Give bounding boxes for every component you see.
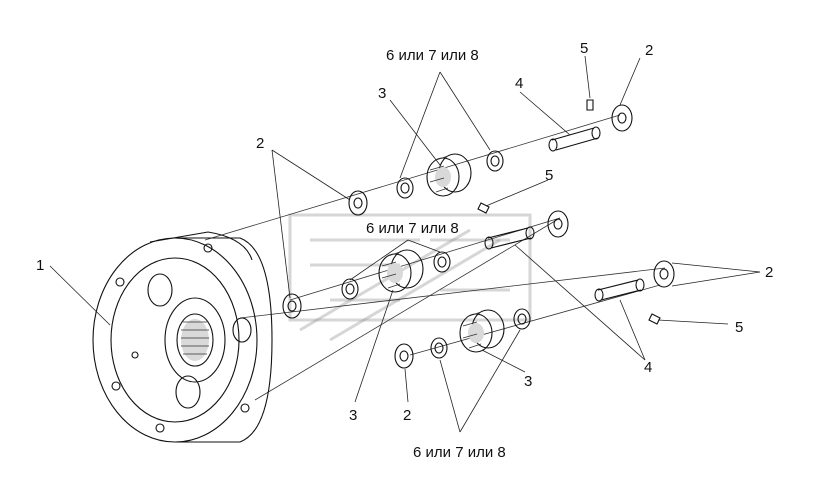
carrier-housing: [92, 231, 273, 443]
gear-lower: [459, 309, 505, 353]
washer-parts: [282, 104, 675, 369]
gear-middle: [378, 249, 424, 293]
callout-2b: 2: [645, 42, 653, 59]
callout-2a: 2: [256, 135, 264, 152]
planet-axles: [484, 126, 645, 302]
callout-labels: 1 2 2 2 2 3 3 3 4 4 5 5 5 6 или 7 или 8 …: [36, 40, 773, 461]
callout-1: 1: [36, 257, 44, 274]
callout-678b: 6 или 7 или 8: [366, 220, 459, 237]
bearing-spacers: [341, 150, 531, 359]
callout-4a: 4: [515, 75, 523, 92]
gear-upper: [426, 153, 472, 197]
callout-678a: 6 или 7 или 8: [386, 47, 479, 64]
callout-678c: 6 или 7 или 8: [413, 444, 506, 461]
callout-5a: 5: [580, 40, 588, 57]
callout-4b: 4: [644, 359, 652, 376]
callout-3b: 3: [349, 407, 357, 424]
callout-2c: 2: [765, 264, 773, 281]
callout-2d: 2: [403, 407, 411, 424]
callout-3c: 3: [524, 373, 532, 390]
callout-5c: 5: [735, 319, 743, 336]
planet-gears: [378, 153, 505, 353]
leader-lines: [49, 55, 761, 433]
callout-5b: 5: [545, 167, 553, 184]
callout-3a: 3: [378, 85, 386, 102]
